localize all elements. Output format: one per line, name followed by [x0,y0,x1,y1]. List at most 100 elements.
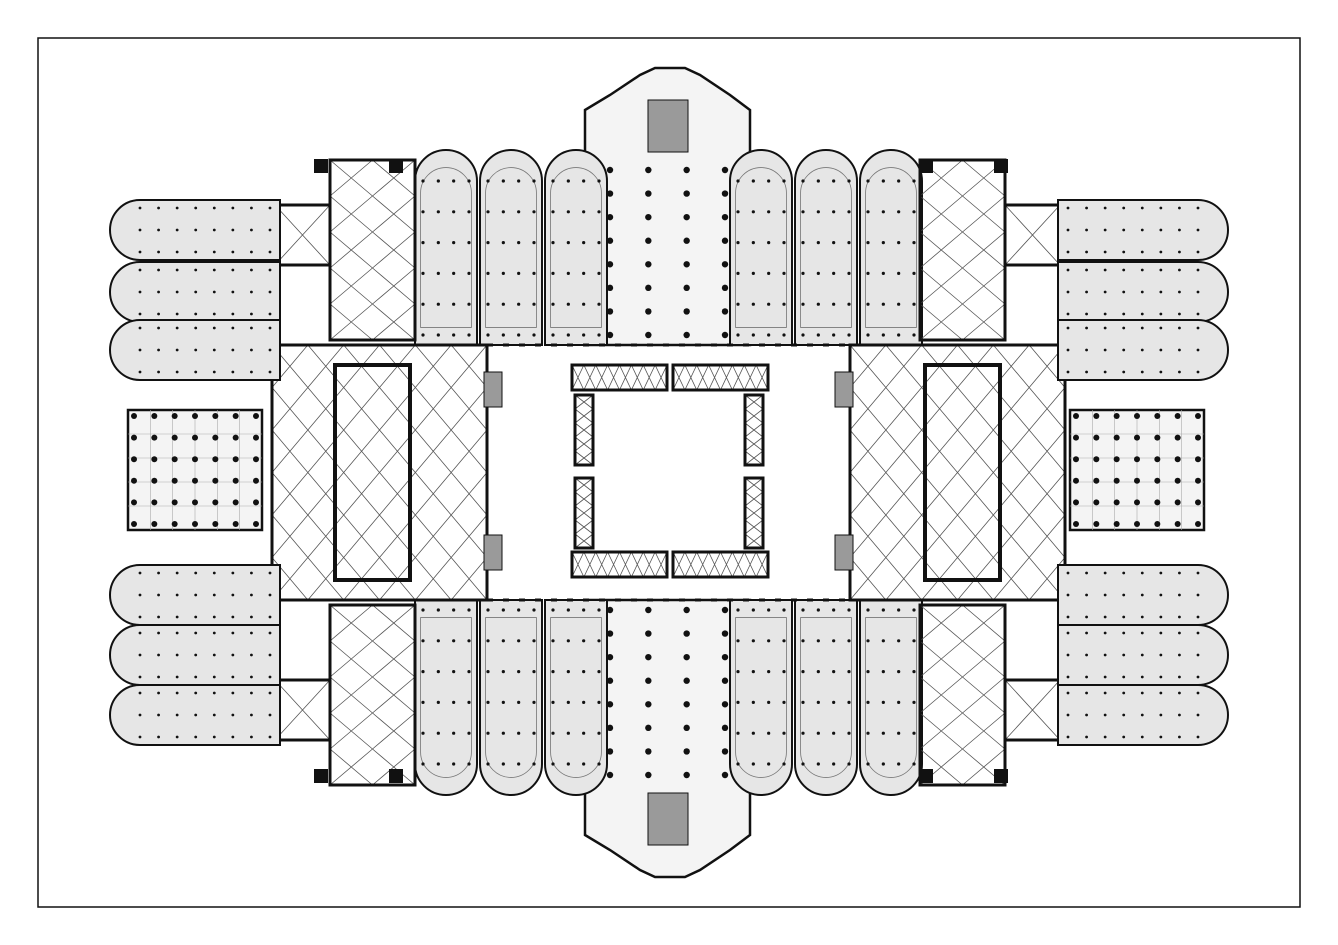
column [582,639,586,643]
column [866,179,870,183]
pier [1134,413,1140,419]
buttress [314,159,328,173]
column [532,608,536,612]
column [912,639,916,643]
column [1140,290,1144,294]
pier [1073,456,1079,463]
column [847,639,851,643]
column [1140,348,1144,352]
cloister-gallery [744,408,764,424]
cloister-gallery-wall [570,550,669,579]
column [1066,593,1070,597]
column [782,670,786,674]
column [231,228,235,232]
pier [645,308,652,315]
crossing-vault [885,429,922,473]
column [866,670,870,674]
column [532,762,536,766]
pier [1195,434,1201,441]
buttress [919,159,933,173]
crossing-vault [885,344,922,388]
column [517,608,521,612]
column [194,571,198,575]
chapel-inner-arc [550,617,602,778]
column [467,210,471,214]
column [212,268,216,272]
pier [1195,477,1201,484]
pier [683,677,690,684]
column [736,731,740,735]
pier [721,261,729,268]
column [138,675,142,679]
column [467,731,471,735]
column [194,691,198,695]
column [517,762,521,766]
column [1196,653,1200,657]
column [157,370,160,374]
pier [683,331,690,339]
pier [645,748,652,755]
cloister-gallery [744,519,764,535]
pier [683,284,690,292]
pier [645,190,652,197]
column [912,333,916,337]
pier [606,724,614,732]
column [1196,348,1200,352]
column [1140,675,1144,679]
pier [253,413,259,419]
crossing-vault [450,344,488,388]
cloister-gallery [720,364,733,391]
chapel-inner-arc [800,617,852,778]
column [157,691,160,695]
column [597,639,601,643]
column [194,326,198,330]
column [597,670,601,674]
altar [647,792,689,846]
pier [1134,477,1140,484]
column [212,653,216,657]
column [912,210,916,214]
column [436,210,440,214]
column [582,700,586,705]
transept-vault [962,604,1006,642]
column [912,271,916,275]
column [897,670,901,674]
column [1159,290,1163,294]
column [767,302,771,306]
column [1196,713,1200,717]
column [866,639,870,643]
column [231,691,235,695]
column [1085,206,1088,210]
column [194,312,198,316]
column [767,241,771,245]
column [517,179,521,183]
column [751,608,755,612]
transept-vault-wall [328,158,417,342]
column [832,333,836,337]
pier [1073,434,1079,441]
column [816,271,820,275]
pier [683,748,690,755]
column [421,700,425,705]
column [1085,631,1088,635]
column [194,615,198,619]
crossing-vault [415,472,452,516]
column [194,268,198,272]
pier [1174,499,1181,506]
column [1066,250,1070,254]
column [1140,735,1144,739]
column [138,326,142,330]
column [231,206,235,210]
column [751,639,755,643]
pier [606,213,614,221]
pier [232,499,239,506]
crossing-vault [450,387,488,431]
column [551,241,555,245]
pier [1113,477,1120,484]
cloister-gallery [631,551,644,578]
crossing-vault [415,344,452,388]
crossing-vault [849,387,887,431]
column [551,608,555,612]
chapel [479,149,543,346]
column [1159,713,1163,717]
